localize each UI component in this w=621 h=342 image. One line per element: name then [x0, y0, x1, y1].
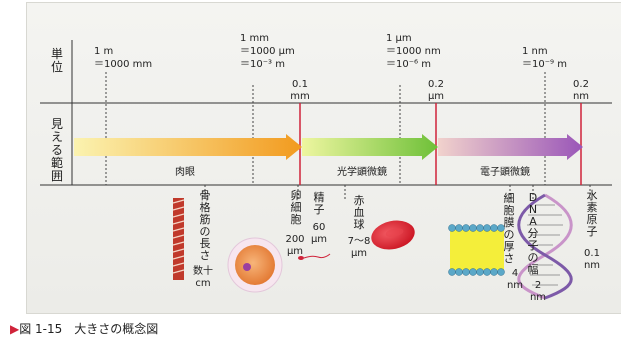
optical-microscope-label: 光学顕微鏡 [337, 163, 387, 178]
muscle-illustration [173, 198, 184, 280]
red-blood-cell-name: 赤血球 [353, 195, 365, 231]
egg-cell-name: 卵細胞 [290, 190, 302, 226]
electron-microscope-label: 電子顕微鏡 [480, 163, 530, 178]
caption-text: 図 1-15 大きさの概念図 [19, 322, 158, 336]
naked-eye-label: 肉眼 [175, 163, 195, 178]
scale-1nm: 1 nm＝10⁻⁹ m [522, 45, 567, 71]
hydrogen-atom-name: 水素原子 [586, 190, 598, 238]
figure-caption: ▶図 1-15 大きさの概念図 [10, 320, 158, 337]
scale-1mm: 1 mm＝1000 μm＝10⁻³ m [240, 32, 295, 71]
red-blood-cell-illustration [369, 217, 418, 254]
optical-microscope-arrow [302, 134, 438, 160]
muscle-name: 骨格筋の長さ [199, 190, 211, 262]
sperm-name: 精子 [313, 192, 325, 216]
cell-membrane-name: 細胞膜の厚さ [503, 193, 515, 265]
scale-1m: 1 m＝1000 mm [94, 45, 152, 71]
naked-eye-arrow [74, 134, 302, 160]
dna-width-name: DNA分子の幅 [527, 192, 539, 276]
egg-cell-illustration [228, 238, 282, 292]
cell-membrane-illustration [449, 225, 505, 276]
scale-1um: 1 μm＝1000 nm＝10⁻⁶ m [386, 32, 441, 71]
caption-marker-icon: ▶ [10, 322, 19, 336]
electron-microscope-arrow [438, 134, 583, 160]
